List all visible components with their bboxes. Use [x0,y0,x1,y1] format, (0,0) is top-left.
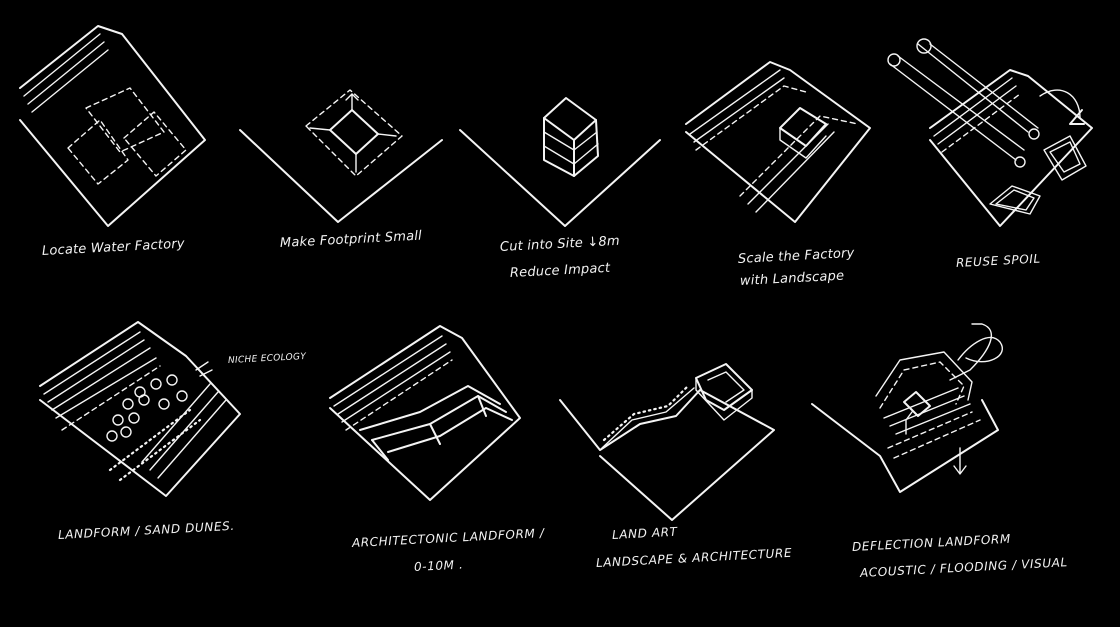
sketch-8-drawing [559,363,775,521]
sketch-3-drawing [459,97,661,227]
sketch-9-drawing [811,323,1003,493]
sketch-6-drawing [39,321,241,497]
caption-sketch-7-line2: 0-10m . [413,557,464,574]
sketch-7-drawing [329,325,521,501]
sketch-5-drawing [887,38,1093,227]
sketch-1-drawing [19,25,206,227]
sketch-4-drawing [685,61,871,223]
sketch-2-drawing [239,89,443,223]
